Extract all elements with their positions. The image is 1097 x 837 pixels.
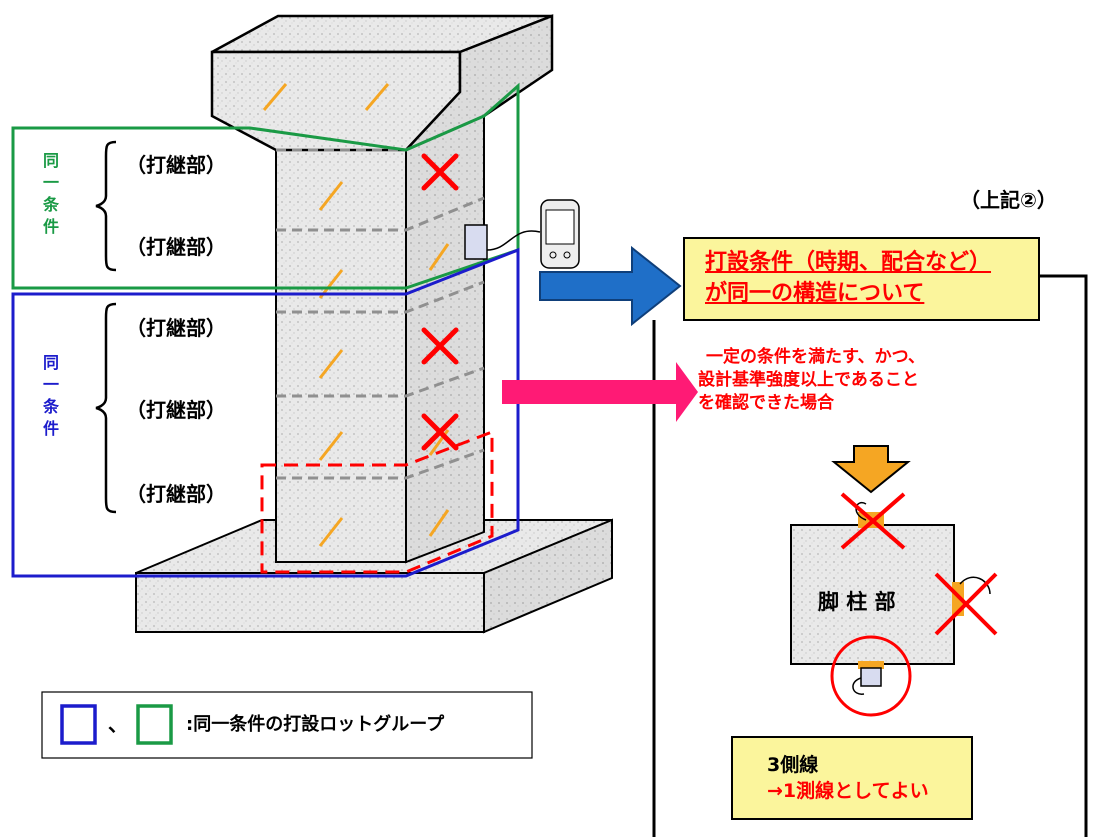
legend-box [41,691,533,759]
reference-label: （上記②） [960,188,1057,212]
column-label: 脚 柱 部 [818,590,896,614]
column-cross-section [790,492,998,717]
condition-text-1: 一定の条件を満たす、かつ、 [706,347,925,367]
condition-text-3: を確認できた場合 [698,393,834,413]
joint-label: （打継部） [126,153,226,177]
red-dashed-frame [260,429,494,574]
blue-arrow [539,245,682,327]
green-group-frame [11,82,520,290]
joint-brackets [95,140,117,514]
joint-label: （打継部） [126,398,226,422]
result-line-2: →1測線としてよい [767,780,929,802]
blue-group-frame [11,247,520,578]
joint-label: （打継部） [126,235,226,259]
sensor-device-icon [464,199,580,269]
legend-separator: 、 [108,712,128,736]
red-x-marks [421,153,459,451]
condition-line-1: 打設条件（時期、配合など） [705,250,992,275]
pink-arrow [502,362,698,422]
blue-group-label: 同一条件 [42,353,59,438]
condition-text-2: 設計基準強度以上であること [698,370,919,390]
condition-line-2: が同一の構造について [705,281,925,306]
joint-label: （打継部） [126,316,226,340]
green-group-label: 同一条件 [42,151,59,236]
result-box: 3側線 →1測線としてよい [731,736,973,820]
condition-box: 打設条件（時期、配合など） が同一の構造について [683,237,1040,321]
right-panel-frame [652,274,1088,837]
joint-label: （打継部） [126,482,226,506]
legend-text: :同一条件の打設ロットグループ [186,714,445,735]
crack-marks [262,83,450,547]
orange-down-arrow [831,445,911,494]
result-line-1: 3側線 [767,754,819,776]
